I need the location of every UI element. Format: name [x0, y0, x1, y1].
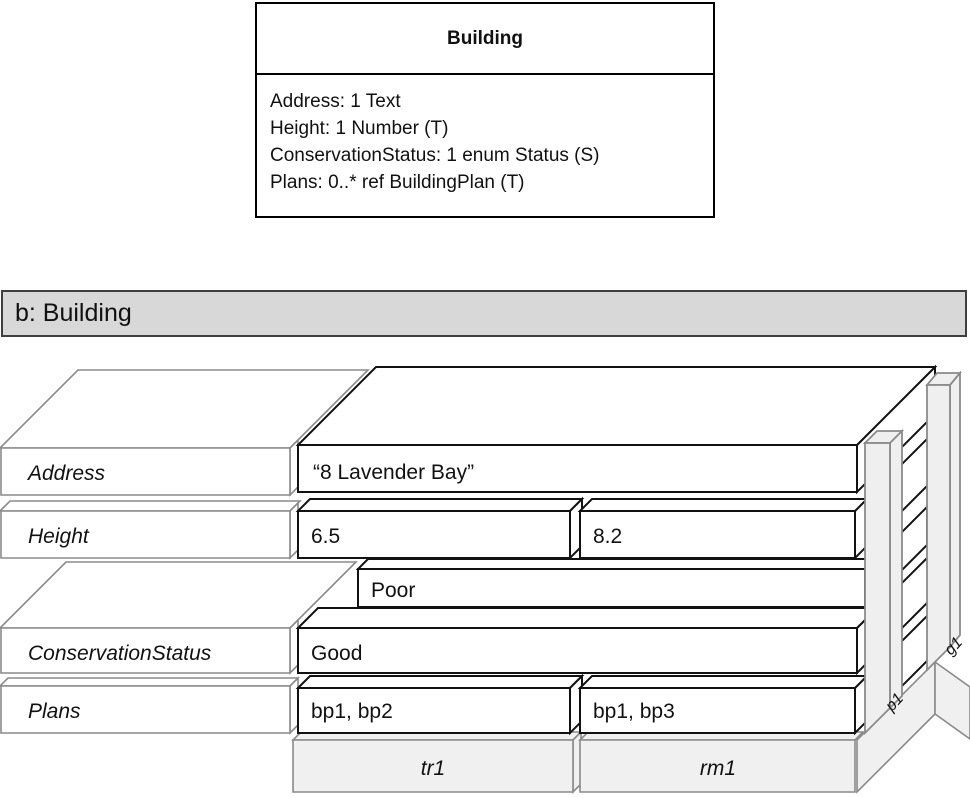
conservationstatus-label-slab	[0, 561, 358, 675]
column-label-rm1: rm1	[700, 757, 736, 780]
conservationstatus-value-slab	[295, 547, 936, 676]
address-value: “8 Lavender Bay”	[313, 461, 474, 484]
attribute-height: Height: 1 Number (T)	[270, 118, 449, 139]
conservationstatus-label: ConservationStatus	[28, 642, 212, 665]
g1-bar	[925, 370, 962, 673]
plans-value-slab-tr1	[295, 673, 585, 736]
conservationstatus-value: Good	[311, 642, 362, 665]
class-box-building: Building Address: 1 Text Height: 1 Numbe…	[255, 2, 715, 218]
attribute-conservationstatus: ConservationStatus: 1 enum Status (S)	[270, 145, 600, 166]
address-label-slab	[0, 369, 370, 497]
height-value-rm1: 8.2	[593, 525, 622, 548]
p1-bar	[862, 428, 905, 736]
conservationstatus-old-value: Poor	[371, 579, 415, 602]
height-value-slab-tr1	[295, 496, 585, 561]
height-label: Height	[28, 525, 90, 548]
instance-header-bar: b: Building	[1, 290, 967, 337]
height-value-tr1: 6.5	[311, 525, 340, 548]
plans-value-tr1: bp1, bp2	[311, 700, 393, 723]
class-title: Building	[257, 4, 713, 75]
plans-value-rm1: bp1, bp3	[593, 700, 675, 723]
instance-header-text: b: Building	[15, 299, 132, 327]
address-label: Address	[26, 462, 106, 485]
attribute-plans: Plans: 0..* ref BuildingPlan (T)	[270, 172, 525, 193]
attribute-address: Address: 1 Text	[270, 91, 401, 112]
column-label-tr1: tr1	[421, 757, 446, 780]
plans-label: Plans	[28, 700, 81, 723]
height-label-slab	[0, 500, 302, 560]
plans-label-slab	[0, 676, 300, 735]
class-attributes: Address: 1 Text Height: 1 Number (T) Con…	[257, 75, 713, 196]
